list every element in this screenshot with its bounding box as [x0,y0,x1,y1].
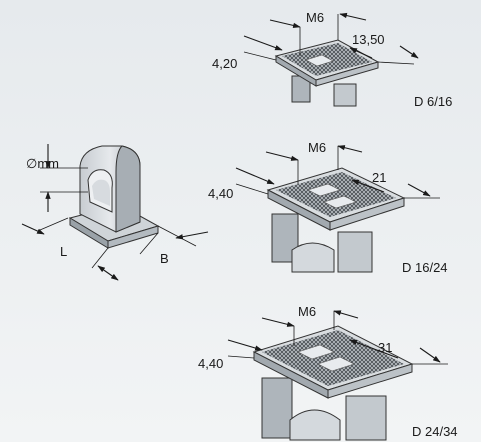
d616-dimensions [243,12,419,65]
d1624-dimensions [235,145,440,199]
insert-d616 [274,39,380,107]
d2434-length: 31 [378,340,392,355]
d2434-width: 4,40 [198,356,223,371]
d2434-dimensions [227,310,448,365]
d1624-thread: M6 [308,140,326,155]
d2434-model: D 24/34 [412,424,458,439]
insert-d2434 [252,325,414,441]
d616-length: 13,50 [352,32,385,47]
d1624-model: D 16/24 [402,260,448,275]
diameter-dimension [40,144,88,212]
d616-slot [305,54,334,67]
width-label: B [160,251,169,266]
d2434-thread: M6 [298,304,316,319]
d1624-width: 4,40 [208,186,233,201]
d616-thread: M6 [306,10,324,25]
clip-hoop-side [115,145,141,233]
length-label: L [60,244,67,259]
d616-model: D 6/16 [414,94,452,109]
length-dimension [21,217,69,235]
d616-width: 4,20 [212,56,237,71]
pipe-clip [68,145,160,249]
width-dimension [91,225,209,281]
insert-d1624 [266,167,406,273]
d1624-length: 21 [372,170,386,185]
diameter-label: ∅mm [26,156,59,171]
